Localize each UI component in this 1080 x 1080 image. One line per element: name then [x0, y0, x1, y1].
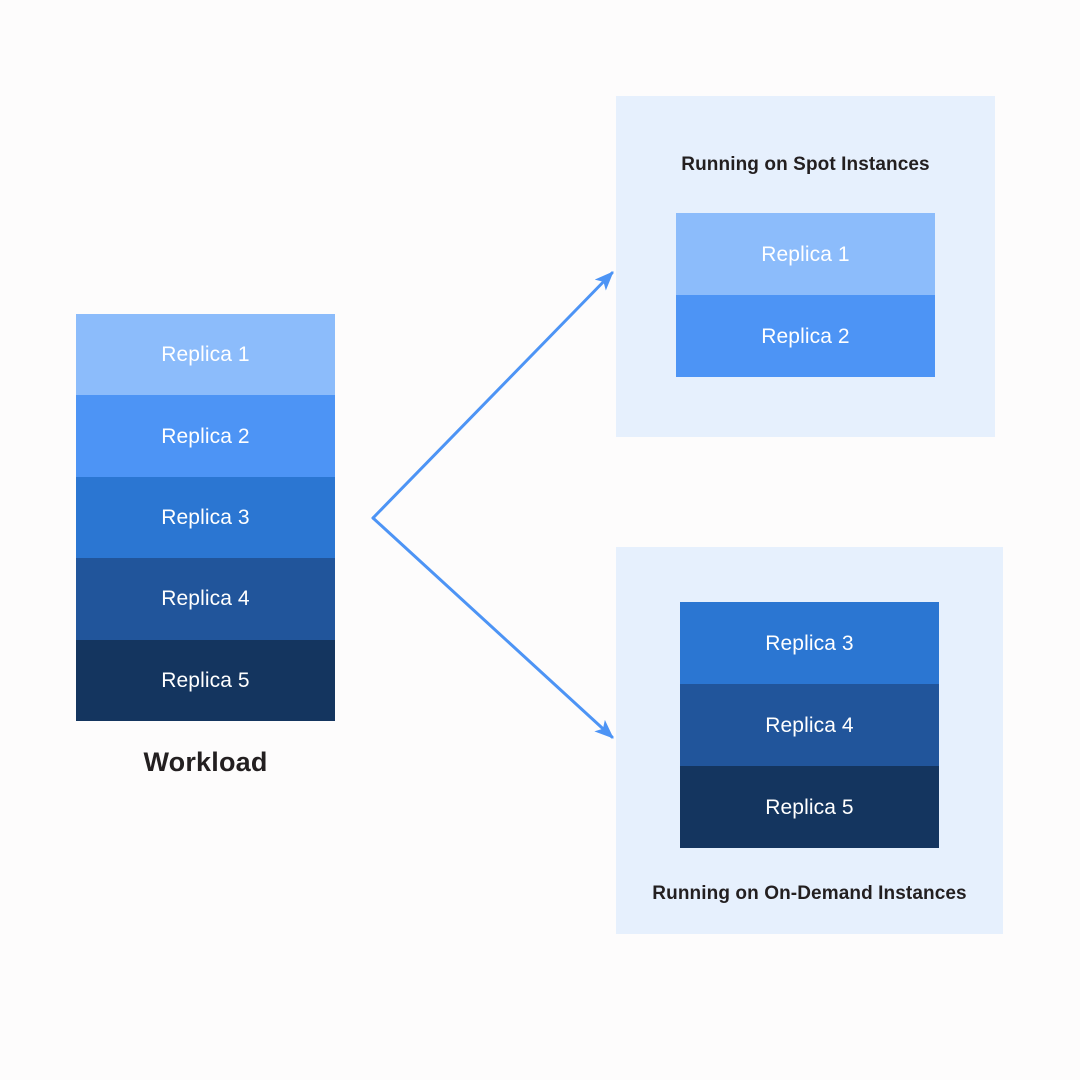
arrow-to-spot-instances: [371, 271, 614, 520]
spot-replica-1: Replica 1: [676, 213, 935, 295]
spot-replica-stack: Replica 1 Replica 2: [676, 213, 935, 377]
workload-replica-stack: Replica 1 Replica 2 Replica 3 Replica 4 …: [76, 314, 335, 722]
workload-replica-1: Replica 1: [76, 314, 335, 396]
workload-caption: Workload: [143, 747, 268, 777]
workload-replica-5: Replica 5: [76, 639, 335, 722]
workload-replica-3: Replica 3: [76, 476, 335, 559]
arrow-to-on-demand-instances: [371, 516, 614, 739]
replica-label: Replica 4: [161, 587, 250, 611]
workload-replica-4: Replica 4: [76, 558, 335, 640]
replica-label: Replica 4: [765, 713, 854, 737]
on-demand-instances-heading: Running on On-Demand Instances: [652, 883, 967, 904]
replica-label: Replica 2: [161, 424, 250, 448]
workload-group: Replica 1 Replica 2 Replica 3 Replica 4 …: [76, 314, 335, 778]
spot-instances-heading: Running on Spot Instances: [681, 154, 930, 175]
spot-instances-panel: Running on Spot Instances Replica 1 Repl…: [616, 96, 995, 437]
on-demand-replica-4: Replica 4: [680, 684, 939, 766]
on-demand-replica-3: Replica 3: [680, 602, 939, 684]
replica-label: Replica 1: [761, 242, 850, 266]
on-demand-instances-panel: Replica 3 Replica 4 Replica 5 Running on…: [616, 547, 1003, 934]
on-demand-replica-stack: Replica 3 Replica 4 Replica 5: [680, 602, 939, 848]
workload-replica-2: Replica 2: [76, 395, 335, 477]
replica-label: Replica 2: [761, 324, 850, 348]
on-demand-replica-5: Replica 5: [680, 766, 939, 848]
spot-replica-2: Replica 2: [676, 295, 935, 377]
replica-label: Replica 3: [765, 631, 854, 655]
replica-label: Replica 5: [765, 795, 854, 819]
replica-label: Replica 3: [161, 506, 250, 530]
replica-label: Replica 1: [161, 343, 250, 367]
replica-label: Replica 5: [161, 668, 250, 692]
